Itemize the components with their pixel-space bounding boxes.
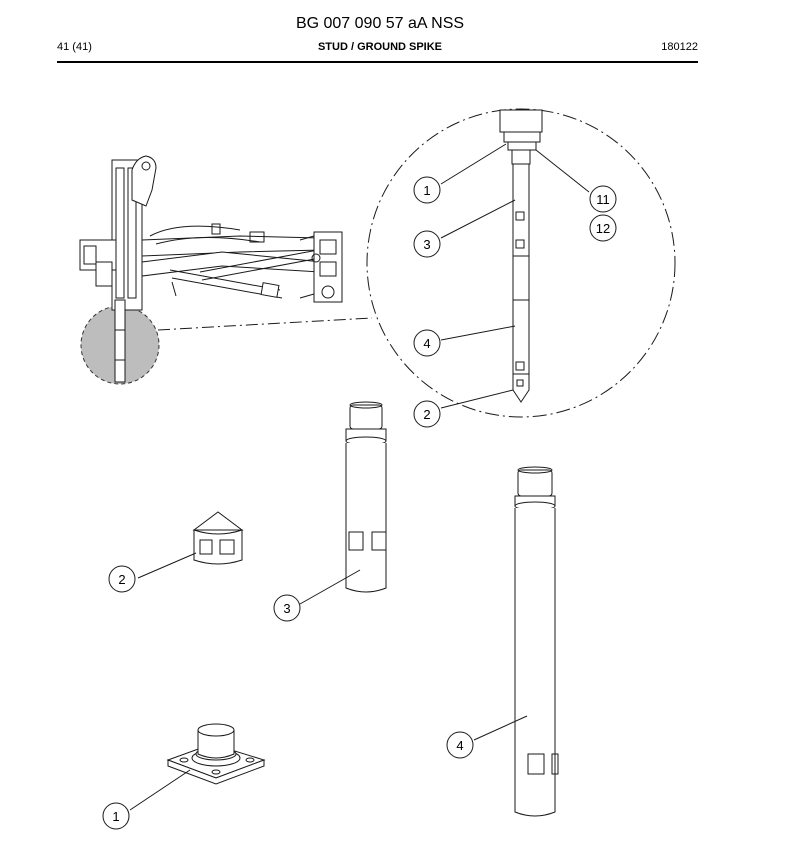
- detail-callout-part-12: [589, 214, 617, 242]
- detail-spike-tip: [512, 373, 530, 403]
- detail-callout-stud: [413, 176, 441, 204]
- detail-leader-line: [157, 317, 373, 331]
- page-count: 41 (41): [57, 41, 92, 53]
- page-subject: STUD / GROUND SPIKE: [317, 41, 443, 53]
- mast-spike-rod: [114, 299, 126, 383]
- detail-tube-upper: [512, 163, 530, 257]
- callout-lower-tube: [446, 731, 474, 759]
- svg-text:2: 2: [118, 572, 125, 587]
- detail-callout-ground-spike: [413, 400, 441, 428]
- detail-callout-lower-tube: [413, 329, 441, 357]
- svg-text:3: 3: [283, 601, 290, 616]
- boom-head: [313, 231, 343, 303]
- detail-circle: [366, 108, 676, 418]
- detail-tube-lower: [512, 255, 530, 375]
- callout-upper-tube: [273, 594, 301, 622]
- svg-text:2: 2: [423, 407, 430, 422]
- header-rule: [57, 61, 698, 63]
- document-date-code: 180122: [661, 41, 698, 53]
- part-lower-tube: 4: [446, 466, 559, 817]
- svg-text:3: 3: [423, 237, 430, 252]
- detail-callout-part-11: [589, 185, 617, 213]
- top-bracket: [131, 155, 157, 207]
- svg-text:1: 1: [112, 809, 119, 824]
- svg-text:1: 1: [423, 183, 430, 198]
- callout-ground-spike: [108, 565, 136, 593]
- detail-callout-upper-tube: [413, 230, 441, 258]
- svg-text:11: 11: [596, 192, 610, 207]
- svg-text:4: 4: [423, 336, 430, 351]
- part-ground-spike: 2: [108, 511, 244, 593]
- document-number: BG 007 090 57 aA NSS: [295, 15, 465, 32]
- detail-view: 1 3 4 2 11 12: [366, 108, 676, 428]
- callout-stud: [102, 802, 130, 830]
- svg-text:12: 12: [596, 221, 610, 236]
- part-stud: 1: [102, 723, 266, 830]
- part-upper-tube: 3: [273, 401, 387, 622]
- svg-text:4: 4: [456, 738, 463, 753]
- boom-arm-lower: [141, 251, 323, 277]
- machine-overview: [79, 155, 373, 385]
